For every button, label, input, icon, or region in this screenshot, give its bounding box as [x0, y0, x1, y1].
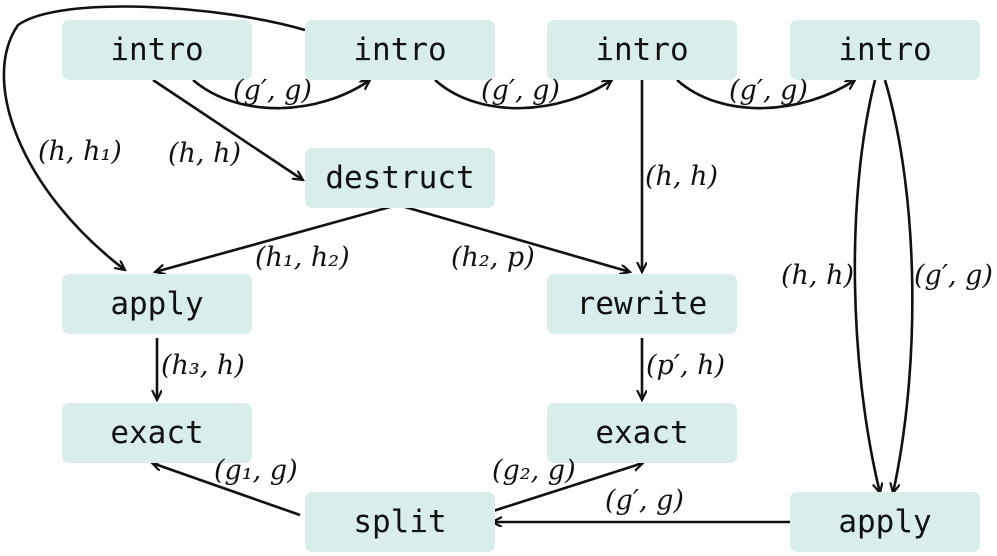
edge-intro4-apply2-left: [853, 79, 880, 493]
edge-intro1-intro2: [192, 80, 370, 110]
label-intro1-intro2: (g′, g): [233, 75, 312, 106]
label-destruct-rewrite: (h₂, p): [451, 242, 535, 273]
node-destruct: destruct: [305, 148, 495, 208]
node-intro-4: intro: [790, 20, 980, 80]
node-intro-1: intro: [62, 20, 252, 80]
label-intro2-intro3: (g′, g): [481, 75, 560, 106]
label-apply2-split: (g′, g): [605, 485, 684, 516]
node-exact-2: exact: [547, 403, 737, 463]
edge-intro3-intro4: [676, 80, 855, 110]
edge-destruct-rewrite: [404, 205, 630, 272]
edge-split-exact1: [152, 463, 301, 517]
label-intro1-destruct: (h, h): [168, 138, 242, 169]
label-rewrite-exact2: (p′, h): [646, 350, 726, 381]
node-rewrite: rewrite: [547, 274, 737, 334]
label-intro3-rewrite: (h, h): [645, 161, 719, 192]
node-split: split: [305, 492, 495, 552]
node-intro-2: intro: [305, 20, 495, 80]
edge-split-exact2: [489, 463, 643, 514]
label-intro4-apply2-g: (g′, g): [914, 260, 993, 291]
label-split-exact1: (g₁, g): [214, 455, 298, 486]
label-split-exact2: (g₂, g): [492, 455, 576, 486]
node-exact-1: exact: [62, 403, 252, 463]
label-intro2-apply1: (h, h₁): [38, 136, 122, 167]
edge-intro2-intro3: [434, 80, 612, 110]
label-destruct-apply1: (h₁, h₂): [255, 242, 350, 273]
edge-intro1-destruct: [152, 78, 303, 180]
label-apply1-exact1: (h₃, h): [161, 350, 245, 381]
node-intro-3: intro: [547, 20, 737, 80]
edge-intro4-apply2-right: [883, 79, 914, 493]
edge-intro2-apply1: [2, 5, 306, 270]
label-intro4-apply2-h: (h, h): [781, 260, 855, 291]
node-apply-2: apply: [790, 492, 980, 552]
node-apply-1: apply: [62, 274, 252, 334]
edge-destruct-apply1: [155, 205, 391, 272]
label-intro3-intro4: (g′, g): [729, 75, 808, 106]
